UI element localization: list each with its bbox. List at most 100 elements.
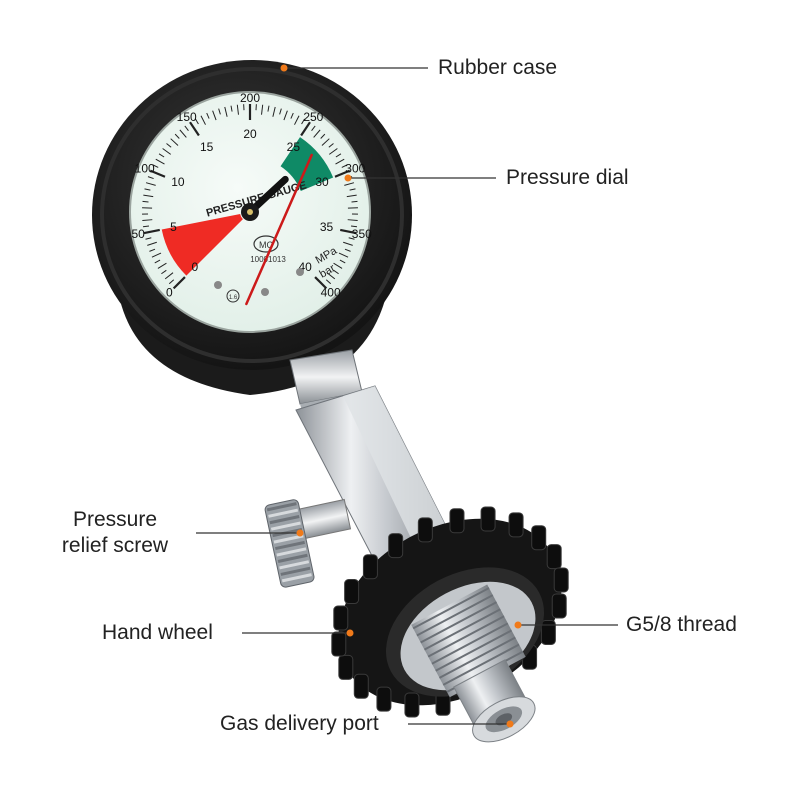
hand-wheel-rib <box>388 533 404 559</box>
dial-tick <box>290 112 294 119</box>
dial-tick <box>166 143 172 148</box>
outer-scale-label: 400 <box>321 286 341 300</box>
hand-wheel-rib <box>480 506 496 532</box>
dial-tick <box>328 148 338 155</box>
knurl-ridge <box>281 573 312 583</box>
pressure-relief-screw <box>264 498 352 588</box>
hand-wheel-rib <box>344 579 360 605</box>
thread-groove <box>423 608 501 651</box>
knurl-ridge <box>270 521 301 531</box>
dial-tick <box>224 106 228 117</box>
dial-tick <box>351 200 358 203</box>
hand-wheel-rib <box>417 517 433 543</box>
thread-groove <box>420 601 498 644</box>
dial-tick <box>142 200 149 203</box>
inner-scale-label: 0 <box>192 260 199 274</box>
knurl-ridge <box>276 547 307 557</box>
pointer-needle <box>245 153 313 306</box>
dial-screw-right <box>296 268 304 276</box>
dial-tick <box>311 125 316 131</box>
dial-tick <box>200 115 206 125</box>
dial-tick <box>194 118 199 125</box>
dial-tick <box>162 148 172 155</box>
dial-tick <box>170 138 179 146</box>
thread-groove <box>438 636 516 679</box>
hand-wheel-rib <box>404 692 420 718</box>
dial-tick <box>158 153 165 158</box>
dial-tick <box>218 108 221 115</box>
hand-wheel-rib <box>338 654 354 680</box>
cert-mark-text: MC <box>259 240 273 250</box>
knurl-ridge <box>266 502 297 512</box>
dial-tick <box>349 188 356 191</box>
dial-tick <box>147 176 154 180</box>
hand-wheel-rib <box>362 554 378 580</box>
dial-tick <box>152 164 159 168</box>
dial-tick <box>328 143 334 148</box>
label-relief-screw: Pressure relief screw <box>40 507 190 559</box>
dial-tick <box>154 259 161 264</box>
knurl-ridge <box>273 534 304 544</box>
inner-scale-label: 10 <box>171 175 185 189</box>
outer-scale-label: 200 <box>240 91 260 105</box>
accuracy-class: 1.6 <box>229 295 238 301</box>
marker-dots <box>280 64 522 728</box>
dial-tick <box>149 248 156 252</box>
thread-groove <box>431 622 509 665</box>
dial-tick <box>314 276 328 290</box>
dial-tick <box>301 118 306 125</box>
knurl-ridges <box>266 502 312 583</box>
label-rubber-case: Rubber case <box>438 56 558 79</box>
dot-hand-wheel <box>346 629 354 637</box>
dial-screw-mid <box>261 288 269 296</box>
hand-wheel-rib <box>376 686 392 712</box>
outer-scale-label: 350 <box>352 227 372 241</box>
dial-tick <box>212 110 217 121</box>
dial-tick <box>144 188 151 191</box>
dial-tick <box>344 182 355 186</box>
outer-scale-label: 250 <box>303 110 323 124</box>
danger-zone-arc <box>161 213 243 276</box>
hand-wheel-rib <box>540 619 556 645</box>
dial-tick <box>236 104 239 115</box>
label-relief-screw-line2: relief screw <box>61 534 169 557</box>
dial-tick <box>339 259 346 264</box>
dial-tick <box>143 194 154 198</box>
dial-tick <box>333 262 343 269</box>
dot-thread <box>514 621 522 629</box>
dial-tick <box>142 219 153 221</box>
dial-tick <box>174 133 180 139</box>
hand-wheel-rib <box>531 525 547 551</box>
dial-tick <box>206 112 210 119</box>
outer-scale-label: 100 <box>135 161 155 175</box>
dial-tick <box>261 104 264 115</box>
dial-tick <box>341 164 348 168</box>
dial-tick <box>168 279 175 285</box>
dial-tick <box>179 129 187 138</box>
outer-scale-label: 300 <box>345 161 365 175</box>
dial-tick <box>172 276 186 290</box>
knurl-ridge <box>279 560 310 570</box>
hand-wheel-rib <box>353 673 369 699</box>
label-relief-screw-line1: Pressure <box>72 508 158 531</box>
accuracy-class-badge: 1.6 <box>226 289 240 303</box>
outer-scale-label: 50 <box>132 227 146 241</box>
knurl-ridge <box>277 553 308 563</box>
dial-tick <box>145 182 156 186</box>
dial-tick <box>333 269 339 275</box>
dial-tick <box>343 241 353 246</box>
needle-hub-cap <box>247 209 253 215</box>
dial-tick <box>272 106 276 117</box>
dial-tick <box>142 225 150 228</box>
dial-tick <box>157 262 167 269</box>
dial-tick <box>338 252 349 258</box>
knurl-ridge <box>275 540 305 551</box>
dial-tick <box>267 105 270 112</box>
dot-relief-screw <box>296 529 304 537</box>
cert-number: 10001013 <box>250 255 286 264</box>
dial-tick <box>189 121 200 137</box>
dial-tick <box>348 237 355 240</box>
